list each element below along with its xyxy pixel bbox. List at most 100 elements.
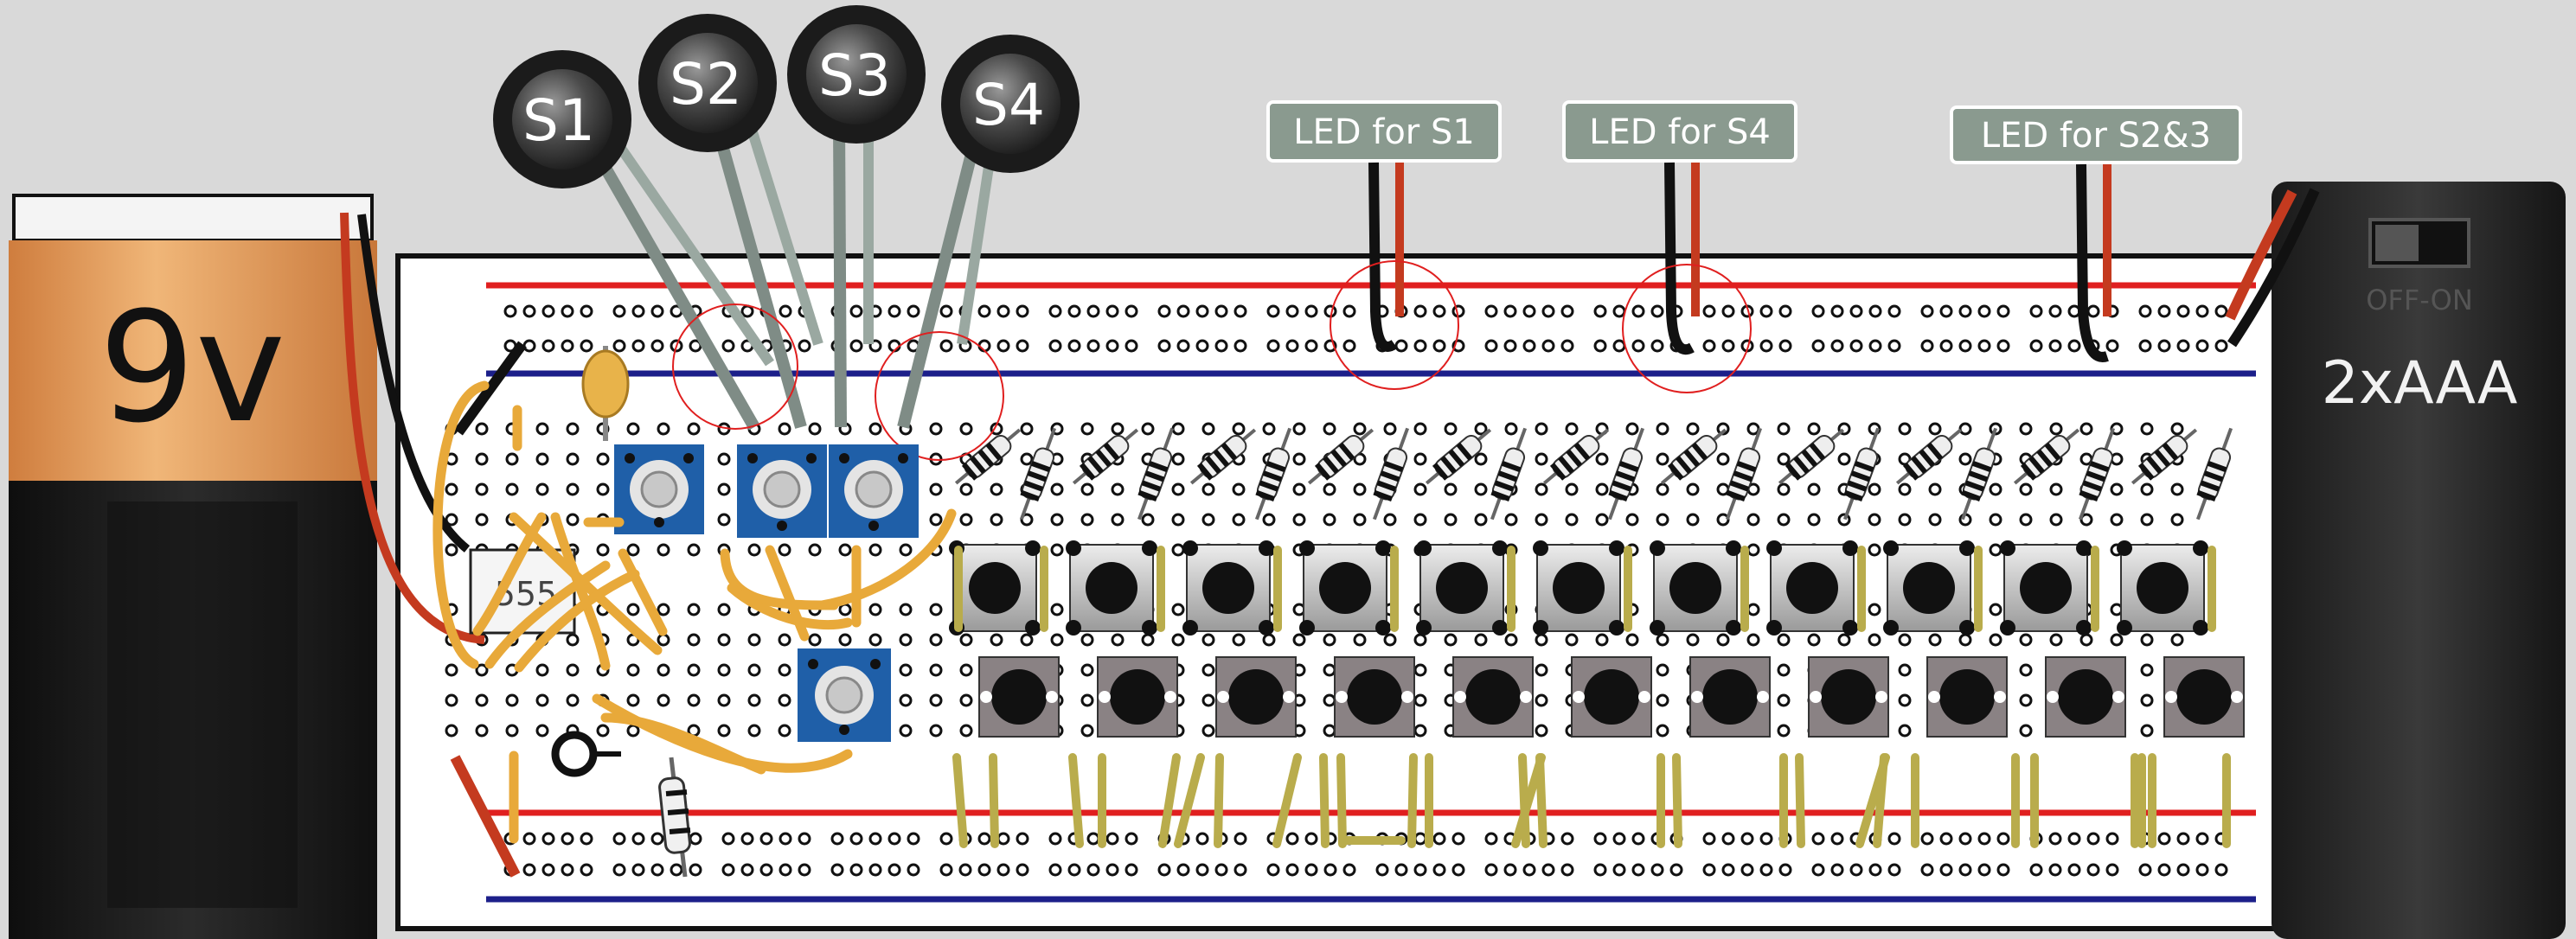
led-tag-s23: LED for S2&3 [1950,105,2242,164]
rail-hole [1560,304,1574,318]
terminal-hole [1686,422,1700,436]
jumper-wire [1672,753,1682,848]
potentiometer-2 [737,444,827,538]
rail-hole [996,339,1010,353]
potentiometer-3 [829,444,919,538]
terminal-hole [1898,693,1912,707]
rail-hole [612,304,626,318]
terminal-hole [687,693,701,707]
rail-hole [1285,863,1299,877]
power-wire-red [450,755,521,878]
resistor [2013,428,2080,485]
rail-hole [1157,339,1171,353]
rail-hole [1304,304,1318,318]
terminal-hole [1413,482,1427,496]
terminal-hole [808,543,822,557]
rail-hole [939,863,953,877]
rail-hole [689,832,702,846]
terminal-hole [1928,513,1942,527]
rail-hole [1721,863,1735,877]
rail-hole [1067,863,1081,877]
rail-hole [1939,863,1953,877]
terminal-hole [717,452,731,466]
rail-hole [1342,339,1356,353]
coil [551,731,621,777]
terminal-hole [566,633,580,647]
rail-hole [1721,339,1735,353]
terminal-hole [1201,633,1215,647]
terminal-hole [1413,633,1427,647]
rail-hole [580,832,593,846]
rail-hole [1593,304,1607,318]
resistor [1425,428,1492,485]
rail-hole [1214,339,1228,353]
rail-hole [2195,339,2209,353]
rail-hole [1484,863,1498,877]
terminal-hole [1898,513,1912,527]
rail-hole [1048,304,1062,318]
terminal-hole [747,724,761,738]
rail-hole [541,339,555,353]
terminal-hole [1323,724,1336,738]
terminal-hole [1535,422,1548,436]
rail-hole [939,832,953,846]
rail-hole [2214,339,2228,353]
rail-hole [1541,339,1555,353]
terminal-hole [717,693,731,707]
terminal-hole [596,724,610,738]
terminal-hole [566,693,580,707]
rail-hole [1830,339,1844,353]
rail-hole [580,304,593,318]
terminal-hole [1868,513,1881,527]
rail-hole [798,832,811,846]
terminal-hole [747,543,761,557]
jumper-wire [1511,753,1546,848]
terminal-hole [1201,663,1215,677]
rail-hole [1887,339,1901,353]
rail-hole [1920,832,1934,846]
push-button [1097,656,1178,738]
terminal-hole [1595,513,1609,527]
rail-hole [2214,863,2228,877]
terminal-hole [505,452,519,466]
rail-hole [1195,304,1209,318]
terminal-hole [1020,452,1034,466]
rail-hole [888,832,901,846]
pack-switch-label: OFF-ON [2366,284,2473,316]
terminal-hole [1020,513,1034,527]
rail-hole [849,832,863,846]
terminal-hole [747,693,761,707]
rail-hole [503,304,517,318]
terminal-hole [1201,724,1215,738]
sensor-s2-label: S2 [670,51,742,118]
jumper-wire [1319,753,1330,848]
terminal-hole [445,482,458,496]
terminal-hole [1535,513,1548,527]
terminal-hole [899,663,913,677]
push-button [1650,540,1741,636]
rail-hole [1612,832,1626,846]
rail-hole [2105,863,2119,877]
led-tag-s1-label: LED for S1 [1293,112,1475,152]
terminal-hole [1080,633,1094,647]
rail-hole [1484,304,1498,318]
terminal-hole [1171,603,1185,616]
rail-hole [1214,863,1228,877]
rail-hole [2176,832,2190,846]
terminal-hole [626,422,640,436]
rail-hole [2105,832,2119,846]
terminal-hole [1777,724,1791,738]
terminal-hole [687,422,701,436]
terminal-hole [717,513,731,527]
terminal-hole [2019,724,2033,738]
resistor [1607,427,1645,521]
led-ring-1 [1330,260,1459,390]
rail-hole [977,832,991,846]
terminal-hole [1444,513,1458,527]
terminal-hole [1928,482,1942,496]
terminal-hole [1413,724,1427,738]
push-button [978,656,1060,738]
button-row-top [949,540,2208,636]
terminal-hole [1656,663,1669,677]
rail-hole [1125,863,1138,877]
